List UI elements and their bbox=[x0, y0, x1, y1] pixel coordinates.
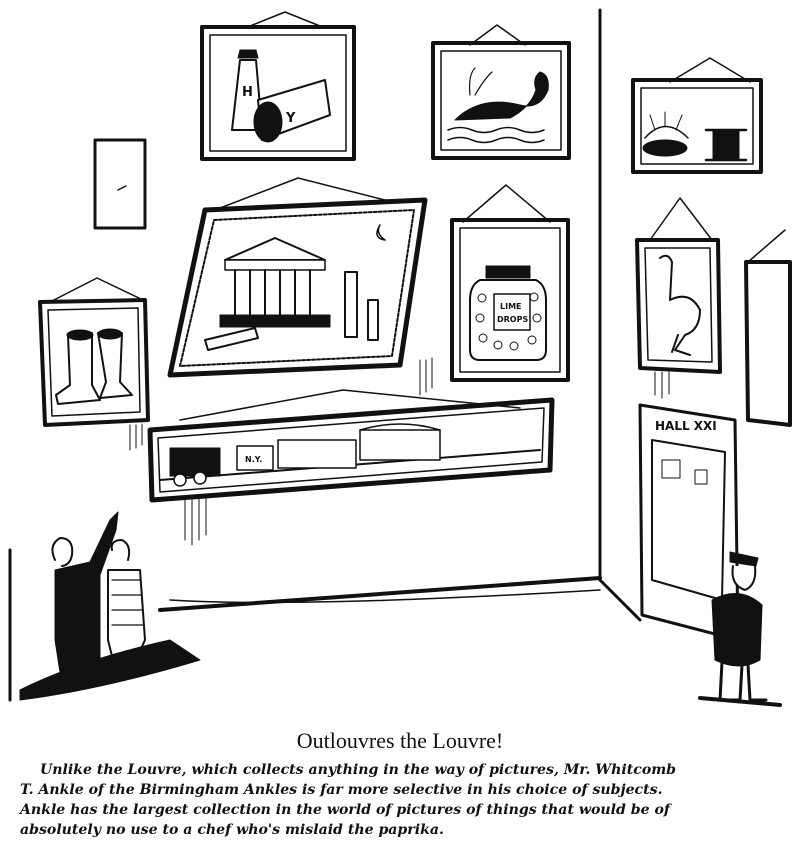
jar-label-line-1: LIME bbox=[500, 302, 522, 311]
frame-megaphones: H Y bbox=[200, 11, 356, 161]
megaphone-letter-h: H bbox=[242, 85, 253, 100]
caption-line-4: absolutely no use to a chef who's mislai… bbox=[20, 822, 444, 838]
megaphone-letter-y: Y bbox=[285, 111, 296, 126]
frame-boots bbox=[38, 277, 150, 427]
frame-lime-drops: LIME DROPS bbox=[450, 184, 570, 382]
train-car-label: N.Y. bbox=[245, 455, 262, 464]
hall-sign: HALL XXI bbox=[655, 419, 717, 433]
frame-pincushion bbox=[631, 57, 763, 174]
frame-ostrich bbox=[635, 197, 722, 374]
frame-right-edge bbox=[744, 229, 792, 427]
frame-small-left bbox=[93, 138, 147, 230]
frame-temple bbox=[167, 177, 428, 378]
guard-figure bbox=[698, 551, 782, 707]
caption-body: Unlike the Louvre, which collects anythi… bbox=[20, 760, 792, 840]
frame-whale bbox=[431, 24, 571, 160]
frame-train: N.Y. bbox=[147, 389, 555, 503]
caption-line-3: Ankle has the largest collection in the … bbox=[20, 802, 670, 818]
cartoon-illustration: H Y bbox=[8, 8, 792, 707]
visitor-figures bbox=[19, 511, 201, 701]
wall-hatching bbox=[129, 357, 670, 546]
caption-line-1: Unlike the Louvre, which collects anythi… bbox=[40, 762, 677, 778]
caption-line-2: T. Ankle of the Birmingham Ankles is far… bbox=[20, 782, 663, 798]
caption-title: Outlouvres the Louvre! bbox=[296, 728, 504, 753]
room-walls bbox=[8, 8, 642, 702]
jar-label-line-2: DROPS bbox=[497, 315, 528, 324]
